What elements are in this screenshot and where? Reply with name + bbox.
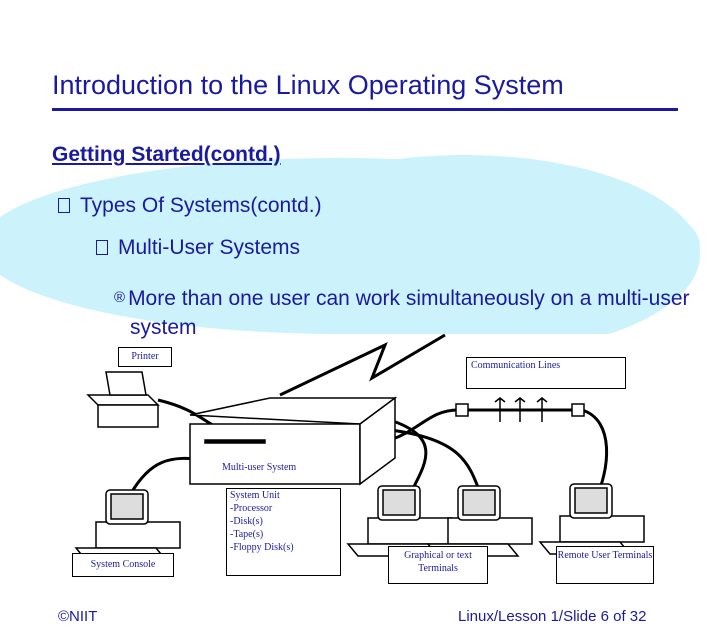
system-unit-line: -Floppy Disk(s): [230, 542, 294, 553]
multi-user-system-icon: [189, 396, 398, 486]
bullet-level1: Types Of Systems(contd.): [58, 194, 322, 218]
bullet-level3-text: More than one user can work simultaneous…: [128, 287, 690, 339]
modem-left-icon: [455, 403, 469, 417]
footer-slide-number: Linux/Lesson 1/Slide 6 of 32: [458, 608, 647, 625]
terminal-computer-icon-2: [426, 485, 533, 557]
slide-title: Introduction to the Linux Operating Syst…: [52, 70, 564, 100]
pole-icon-2: [514, 397, 526, 422]
remote-computer-icon: [538, 483, 645, 555]
communication-lines-label: Communication Lines: [466, 357, 626, 389]
system-unit-line: -Disk(s): [230, 516, 263, 527]
printer-icon: [86, 371, 160, 428]
multi-user-system-label: Multi-user System: [222, 462, 297, 473]
system-unit-line: System Unit: [230, 490, 280, 501]
background-highlight-secondary: [230, 155, 700, 355]
modem-right-icon: [571, 403, 585, 417]
system-console-label: System Console: [72, 553, 174, 577]
title-rule: [52, 108, 678, 111]
bullet-level2: Multi-User Systems: [96, 236, 300, 260]
graphical-terminals-label: Graphical or text Terminals: [388, 546, 488, 584]
system-unit-label: System Unit -Processor -Disk(s) -Tape(s)…: [226, 488, 341, 576]
square-bullet-icon: [96, 240, 108, 255]
pole-icon-1: [494, 397, 506, 422]
bullet-level2-text: Multi-User Systems: [118, 236, 301, 259]
pole-icon-3: [536, 397, 548, 422]
system-unit-line: -Processor: [230, 503, 273, 514]
printer-label: Printer: [118, 347, 172, 367]
section-heading: Getting Started(contd.): [52, 143, 281, 166]
system-unit-line: -Tape(s): [230, 529, 264, 540]
terminal-computer-icon-1: [346, 485, 453, 557]
registered-bullet-icon: ®: [114, 289, 126, 306]
footer-copyright: ©NIIT: [58, 608, 98, 625]
comm-line-left: [389, 408, 459, 442]
bullet-level3: ®More than one user can work simultaneou…: [114, 283, 690, 342]
lightning-connection: [279, 333, 446, 397]
square-bullet-icon: [58, 198, 70, 213]
remote-terminals-label: Remote User Terminals: [556, 546, 654, 584]
console-computer-icon: [74, 489, 181, 561]
bullet-level1-text: Types Of Systems(contd.): [80, 194, 322, 217]
